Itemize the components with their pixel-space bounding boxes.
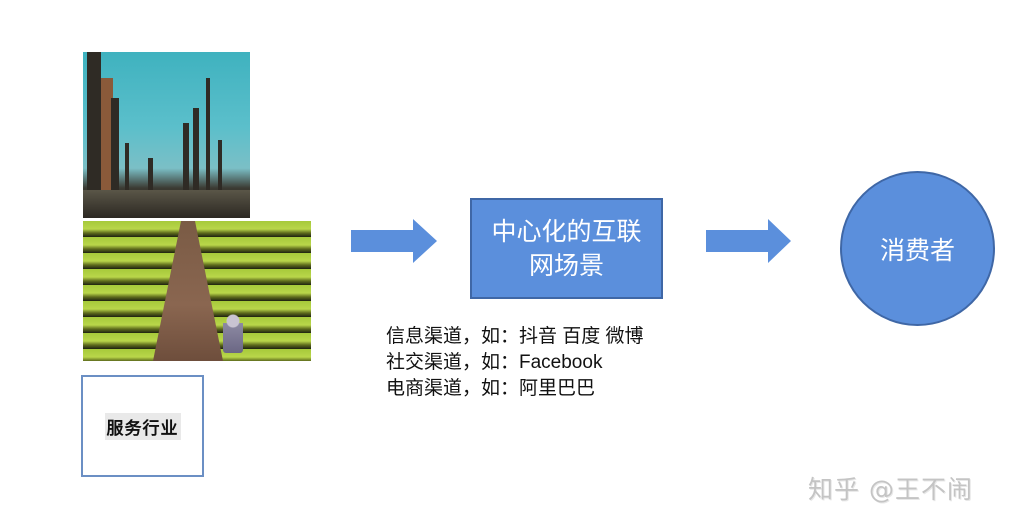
- industry-photo: [83, 52, 250, 218]
- channel-item-social: 社交渠道，如：Facebook: [386, 352, 603, 373]
- center-label-line2: 网场景: [528, 250, 604, 280]
- channel-item-ecommerce: 电商渠道，如：阿里巴巴: [386, 378, 596, 399]
- right-arrow-icon: [706, 219, 791, 263]
- center-label-line1: 中心化的互联: [491, 216, 642, 246]
- right-arrow-icon: [351, 219, 437, 263]
- service-industry-label: 服务行业: [104, 412, 181, 440]
- centralized-internet-scene-box: 中心化的互联 网场景: [470, 198, 663, 299]
- channel-item-info: 信息渠道，如：抖音 百度 微博: [386, 326, 644, 347]
- channel-list: 信息渠道，如：抖音 百度 微博 社交渠道，如：Facebook 电商渠道，如：阿…: [386, 324, 644, 402]
- zhihu-watermark: 知乎 @王不闹: [808, 475, 973, 504]
- service-industry-box: 服务行业: [81, 375, 204, 477]
- consumer-circle: 消费者: [840, 171, 995, 326]
- consumer-label: 消费者: [879, 235, 955, 265]
- agriculture-photo: [83, 221, 311, 361]
